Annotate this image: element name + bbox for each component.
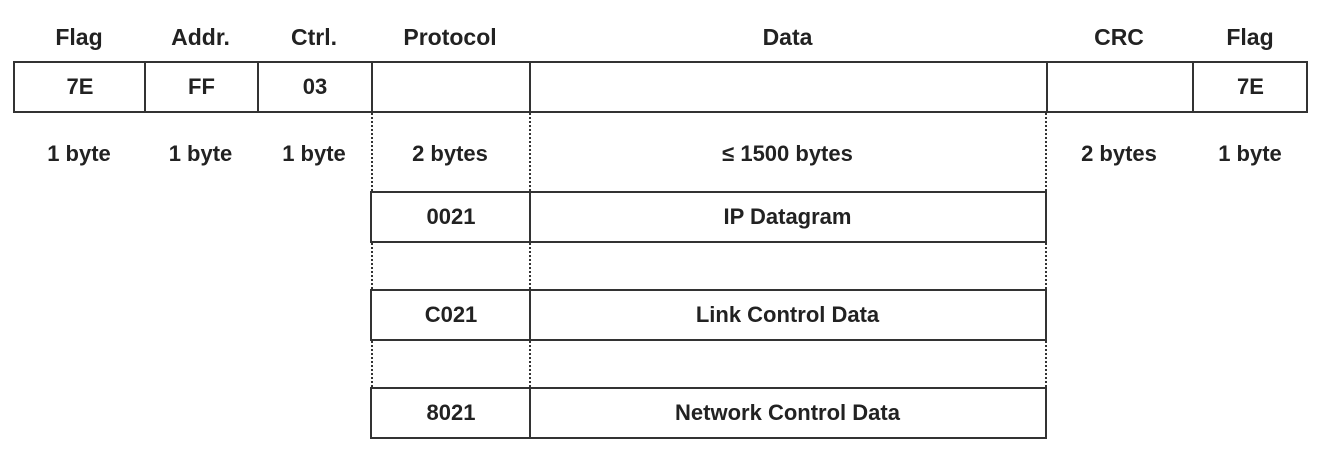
- dotted-guide-line: [1045, 243, 1047, 289]
- frame-divider: [257, 63, 259, 111]
- row-divider: [529, 291, 531, 339]
- size-flag-start: 1 byte: [47, 141, 111, 166]
- protocol-row: 8021 Network Control Data: [370, 387, 1047, 439]
- header-flag-end: Flag: [1226, 24, 1274, 50]
- protocol-row: C021 Link Control Data: [370, 289, 1047, 341]
- dotted-guide-line: [371, 341, 373, 387]
- protocol-code: 0021: [426, 204, 476, 229]
- frame-divider: [1192, 63, 1194, 111]
- size-protocol: 2 bytes: [412, 141, 488, 166]
- header-address: Addr.: [171, 24, 230, 50]
- frame-field-flag-start: 7E: [66, 74, 94, 99]
- protocol-row: 0021 IP Datagram: [370, 191, 1047, 243]
- frame-field-protocol: [372, 63, 530, 111]
- frame-field-crc: [1047, 63, 1193, 111]
- row-divider: [529, 389, 531, 437]
- dotted-guide-line: [1045, 341, 1047, 387]
- dotted-guide-line: [371, 243, 373, 289]
- dotted-guide-line: [371, 113, 373, 191]
- size-address: 1 byte: [168, 141, 233, 166]
- frame-field-flag-end: 7E: [1237, 74, 1264, 99]
- header-control: Ctrl.: [291, 24, 337, 50]
- protocol-description: Link Control Data: [695, 302, 880, 327]
- header-crc: CRC: [1094, 24, 1144, 50]
- size-crc: 2 bytes: [1081, 141, 1157, 166]
- protocol-description: Network Control Data: [675, 400, 900, 425]
- header-data: Data: [762, 24, 813, 50]
- frame-divider: [1046, 63, 1048, 111]
- frame-field-address: FF: [188, 74, 215, 99]
- protocol-description: IP Datagram: [723, 204, 852, 229]
- protocol-code: 8021: [426, 400, 476, 425]
- size-control: 1 byte: [282, 141, 346, 166]
- frame-field-control: 03: [302, 74, 328, 99]
- protocol-code: C021: [424, 302, 478, 327]
- frame-field-data: [530, 63, 1047, 111]
- frame-divider: [371, 63, 373, 111]
- dotted-guide-line: [1045, 113, 1047, 191]
- frame-divider: [144, 63, 146, 111]
- frame-box: 7E FF 03 7E: [13, 61, 1308, 113]
- header-protocol: Protocol: [403, 24, 497, 50]
- size-flag-end: 1 byte: [1218, 141, 1282, 166]
- size-data: ≤ 1500 bytes: [722, 141, 853, 166]
- dotted-guide-line: [529, 341, 531, 387]
- dotted-guide-line: [529, 113, 531, 191]
- dotted-guide-line: [529, 243, 531, 289]
- row-divider: [529, 193, 531, 241]
- header-flag-start: Flag: [55, 24, 103, 50]
- frame-divider: [529, 63, 531, 111]
